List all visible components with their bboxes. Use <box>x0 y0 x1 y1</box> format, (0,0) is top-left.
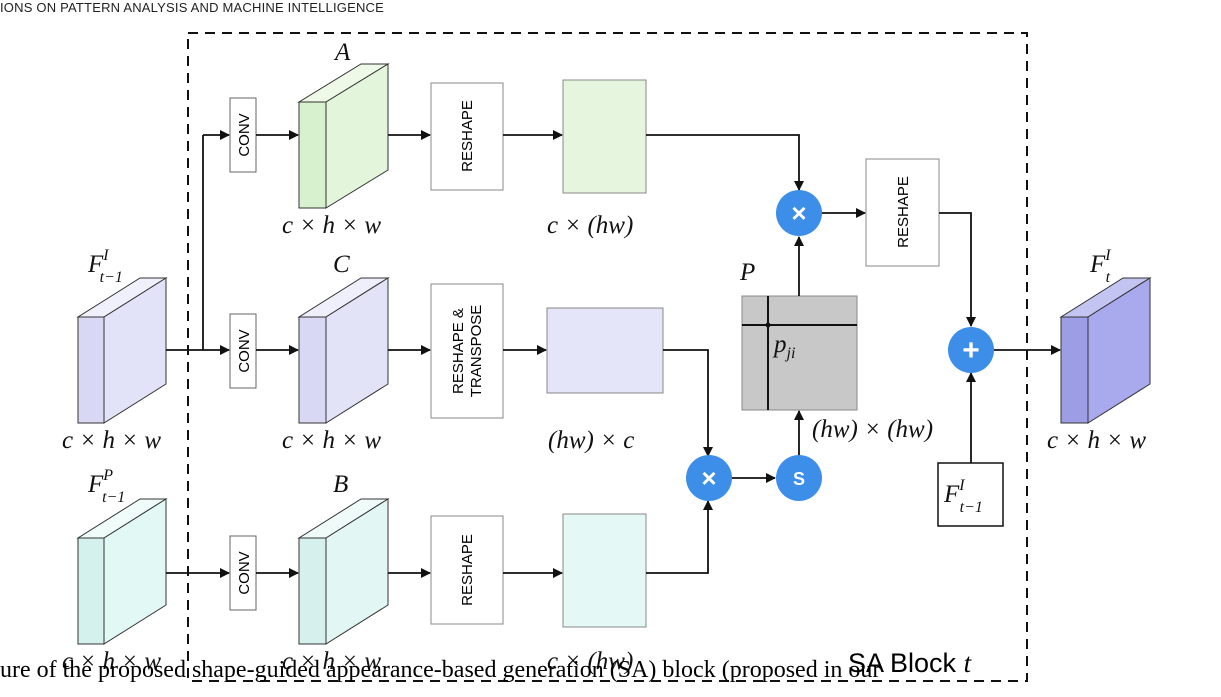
edge-reshape-to-add <box>939 212 976 327</box>
multiply-op-top: × <box>776 190 822 236</box>
edge-matrix-b-to-mult <box>646 500 713 574</box>
reshape-label-b: RESHAPE <box>459 534 476 606</box>
dim-matrix-c: (hw) × c <box>548 427 634 454</box>
dim-matrix-a: c × (hw) <box>547 212 633 239</box>
feature-c-block <box>297 277 390 424</box>
attention-map-p <box>741 295 858 411</box>
multiply-symbol-bottom: × <box>701 463 716 493</box>
figure-caption: ure of the proposed shape-guided appeara… <box>0 657 881 683</box>
residual-feature-box <box>937 462 1004 527</box>
reshape-box-a: RESHAPE <box>430 82 504 191</box>
label-c: C <box>333 251 350 278</box>
dim-b: c × h × w <box>282 648 381 675</box>
reshape-transpose-box: RESHAPE & TRANSPOSE <box>430 283 504 419</box>
reshape-transpose-label-1: RESHAPE & <box>450 308 467 394</box>
softmax-op: S <box>776 455 822 501</box>
dim-matrix-b: c × (hw) <box>547 648 633 675</box>
conv-box-b: CONV <box>229 535 257 611</box>
dim-attention-map: (hw) × (hw) <box>812 416 933 443</box>
sa-block-boundary <box>187 32 1028 682</box>
output-feature-block <box>1059 277 1152 424</box>
label-b: B <box>333 471 348 498</box>
softmax-symbol: S <box>793 469 805 489</box>
reshape-box-b: RESHAPE <box>430 515 504 625</box>
dim-input-pose: c × h × w <box>62 648 161 675</box>
reshape-label-a: RESHAPE <box>459 100 476 172</box>
matrix-b-reshaped <box>562 513 647 628</box>
reshape-label-output: RESHAPE <box>895 176 912 248</box>
dim-a: c × h × w <box>282 212 381 239</box>
header-text: IONS ON PATTERN ANALYSIS AND MACHINE INT… <box>0 0 384 15</box>
conv-label-b: CONV <box>236 551 253 594</box>
dim-c: c × h × w <box>282 427 381 454</box>
label-p: P <box>739 259 755 286</box>
dim-input-image: c × h × w <box>62 427 161 454</box>
feature-a-block <box>297 63 390 209</box>
dim-output: c × h × w <box>1047 427 1146 454</box>
edge-matrix-a-to-mult-top <box>646 134 804 191</box>
multiply-symbol-top: × <box>791 198 806 228</box>
edge-matrix-c-to-mult <box>663 349 713 457</box>
input-pose-feature-block <box>76 498 168 645</box>
sa-block-title: SA Block t <box>848 648 973 678</box>
matrix-a-reshaped <box>562 79 647 194</box>
conv-box-c: CONV <box>229 313 257 389</box>
reshape-box-output: RESHAPE <box>865 158 940 267</box>
label-a: A <box>333 39 351 66</box>
input-image-feature-block <box>76 277 168 424</box>
feature-b-block <box>297 498 390 645</box>
conv-box-a: CONV <box>229 97 257 173</box>
multiply-op-bottom: × <box>686 455 732 501</box>
matrix-c-reshaped <box>546 307 664 394</box>
label-p-ji: pji <box>772 331 795 362</box>
conv-label-c: CONV <box>236 329 253 372</box>
add-op: + <box>948 327 994 373</box>
conv-label-a: CONV <box>236 113 253 156</box>
reshape-transpose-label-2: TRANSPOSE <box>468 305 485 398</box>
add-symbol: + <box>962 334 980 367</box>
